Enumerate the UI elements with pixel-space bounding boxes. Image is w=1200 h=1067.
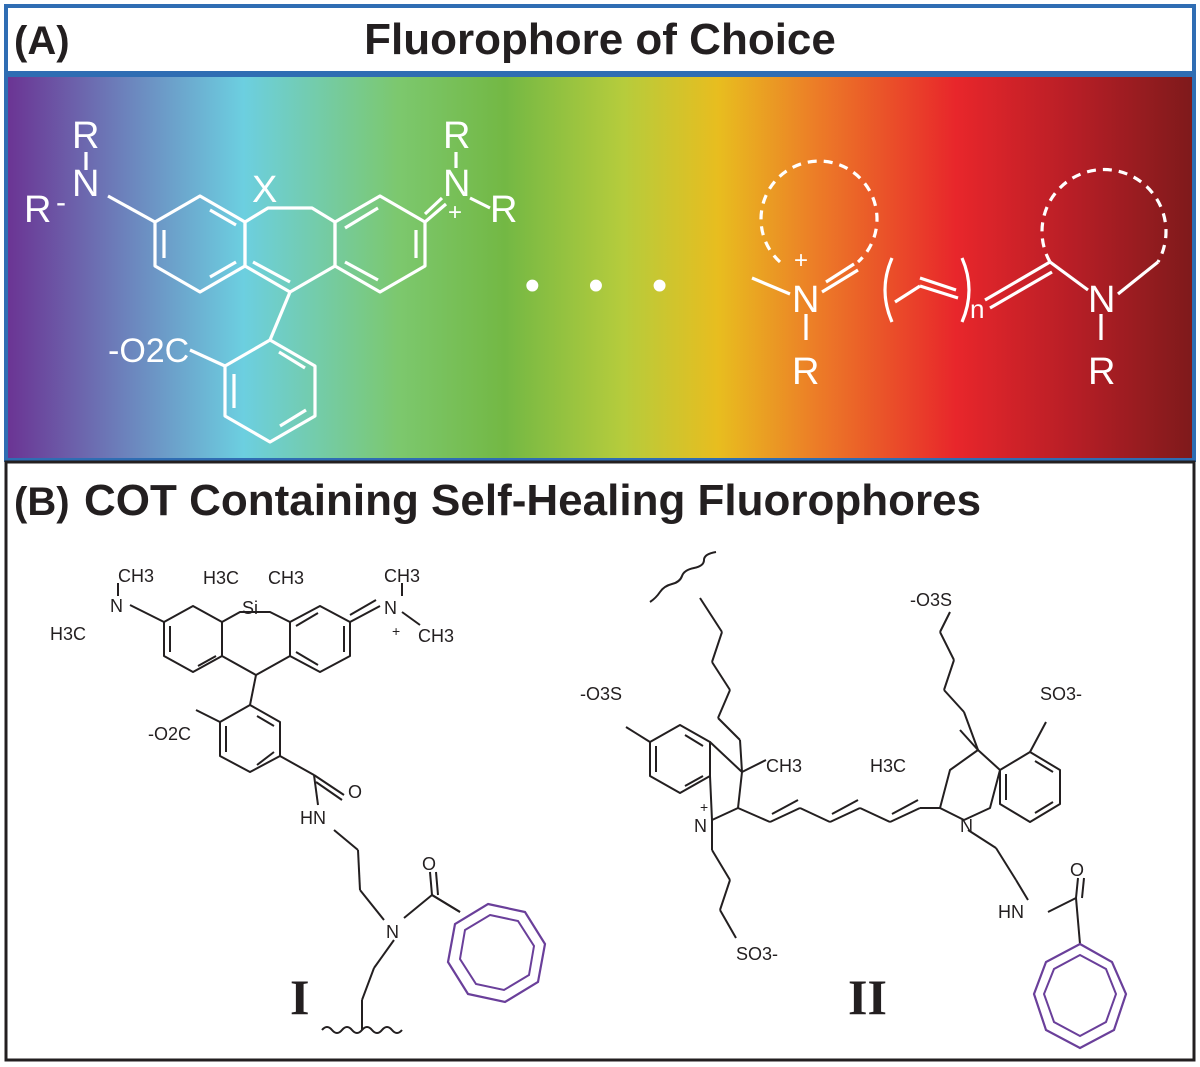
ci-plus: + bbox=[392, 623, 400, 639]
cii-o-amide: O bbox=[1070, 860, 1084, 880]
ci-hn: HN bbox=[300, 808, 326, 828]
rho-left-r-top: R bbox=[72, 115, 99, 157]
cy-right-n: N bbox=[1088, 279, 1115, 321]
ellipsis: • • • bbox=[525, 261, 686, 310]
cii-h3c-right: H3C bbox=[870, 756, 906, 776]
rhodamine-structure bbox=[84, 152, 491, 444]
cii-so3-top: -O3S bbox=[910, 590, 952, 610]
ci-n-left: N bbox=[110, 596, 123, 616]
panel-a: (A) Fluorophore of Choice bbox=[4, 4, 1196, 462]
cot-ring-ii bbox=[1032, 942, 1128, 1050]
compound-i-structure bbox=[117, 583, 461, 1034]
panel-b: (B) COT Containing Self-Healing Fluoroph… bbox=[4, 460, 1196, 1062]
rho-right-r: R bbox=[490, 189, 517, 231]
rho-left-n: N bbox=[72, 163, 99, 205]
compound-i-numeral: I bbox=[290, 969, 309, 1025]
cii-so3-left: -O3S bbox=[580, 684, 622, 704]
rho-carboxylate: -O2C bbox=[108, 332, 189, 370]
panel-b-title: COT Containing Self-Healing Fluorophores bbox=[84, 476, 981, 525]
compound-i-labels: CH3 N H3C H3C CH3 Si CH3 N + CH3 -O2C O … bbox=[50, 566, 454, 942]
cot-ring-i-inner bbox=[458, 913, 536, 992]
cy-right-r: R bbox=[1088, 351, 1115, 393]
panel-a-letter: (A) bbox=[14, 19, 70, 63]
ci-ch3-a: CH3 bbox=[118, 566, 154, 586]
panel-b-frame bbox=[4, 460, 1196, 1062]
cy-left-n: N bbox=[792, 279, 819, 321]
cy-left-plus: + bbox=[794, 247, 808, 274]
cy-left-r: R bbox=[792, 351, 819, 393]
rho-left-r: R bbox=[24, 189, 51, 231]
ci-si-h3c: H3C bbox=[203, 568, 239, 588]
ci-carboxylate: -O2C bbox=[148, 724, 191, 744]
ci-o-amide: O bbox=[348, 782, 362, 802]
rho-right-r-top: R bbox=[443, 115, 470, 157]
ci-si-ch3: CH3 bbox=[268, 568, 304, 588]
cyanine-labels: + N R n N R bbox=[792, 247, 1115, 393]
cii-ch3-left: CH3 bbox=[766, 756, 802, 776]
ci-n-tertiary: N bbox=[386, 922, 399, 942]
panel-a-header-frame bbox=[4, 4, 1196, 75]
panel-a-title: Fluorophore of Choice bbox=[364, 15, 836, 64]
ci-ch3-d: CH3 bbox=[418, 626, 454, 646]
cii-n-plus: N bbox=[694, 816, 707, 836]
spectrum-band bbox=[4, 73, 1196, 462]
compound-ii-numeral: II bbox=[848, 969, 887, 1025]
cii-plus: + bbox=[700, 799, 708, 815]
rho-right-n: N bbox=[443, 163, 470, 205]
cot-ring-i bbox=[446, 902, 547, 1004]
compound-ii-structure bbox=[625, 551, 1085, 945]
cot-ring-ii-inner bbox=[1042, 953, 1118, 1038]
cii-n-right: N bbox=[960, 816, 973, 836]
cii-so3-bottom: SO3- bbox=[736, 944, 778, 964]
compound-ii-labels: -O3S -O3S SO3- CH3 H3C N + N SO3- HN O bbox=[580, 590, 1084, 964]
ci-si: Si bbox=[242, 598, 258, 618]
ci-o-cot: O bbox=[422, 854, 436, 874]
rho-bridge-x: X bbox=[252, 169, 277, 211]
panel-b-letter: (B) bbox=[14, 480, 70, 524]
ci-h3c-a: H3C bbox=[50, 624, 86, 644]
cii-hn: HN bbox=[998, 902, 1024, 922]
ci-n-right: N bbox=[384, 598, 397, 618]
rho-left-dash: - bbox=[56, 186, 66, 219]
ci-ch3-c: CH3 bbox=[384, 566, 420, 586]
rhodamine-labels: R N R - X R N + R -O2C bbox=[24, 115, 517, 370]
cot-bond-i bbox=[431, 894, 461, 913]
cyanine-structure bbox=[751, 159, 1168, 340]
cii-so3-right: SO3- bbox=[1040, 684, 1082, 704]
cy-subscript-n: n bbox=[970, 294, 984, 324]
rho-right-plus: + bbox=[448, 199, 462, 226]
